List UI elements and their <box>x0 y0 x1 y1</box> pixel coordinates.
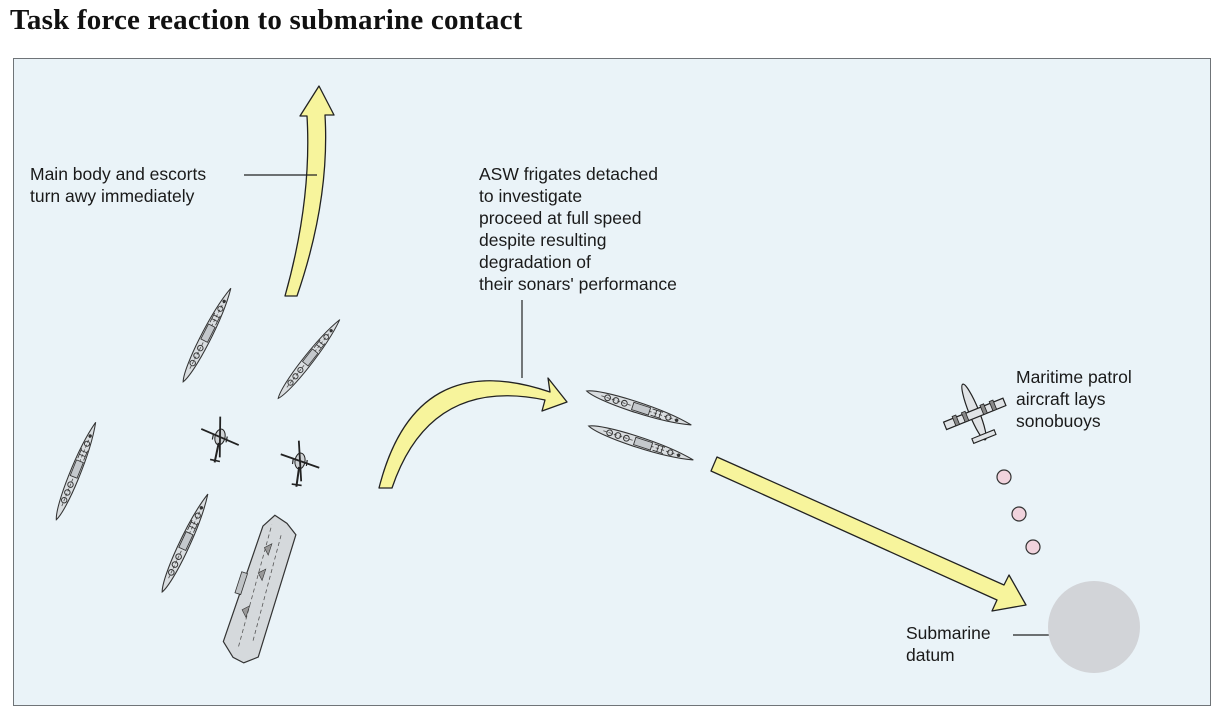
warship-icon <box>273 316 345 402</box>
warship-icon <box>156 491 214 595</box>
sonobuoy-icon <box>1011 506 1027 522</box>
submarine-datum-icon <box>1048 581 1140 673</box>
aircraft-carrier-icon <box>222 514 297 664</box>
helicopter-icon <box>194 412 245 468</box>
patrol-aircraft-icon <box>942 383 1007 445</box>
helicopter-icon <box>275 437 324 491</box>
warship-icon <box>51 419 101 523</box>
turn-away-arrow <box>284 85 335 297</box>
warship-icon <box>586 420 696 466</box>
warship-icon <box>584 385 694 431</box>
maritime-patrol-label: Maritime patrol aircraft lays sonobuoys <box>1016 367 1132 431</box>
asw-detach-arrow <box>378 377 568 489</box>
warship-icon <box>178 285 236 385</box>
sonobuoy-icon <box>1025 539 1041 555</box>
submarine-datum-label: Submarine datum <box>906 623 991 665</box>
datum-approach-arrow <box>710 456 1027 612</box>
asw-frigates-label: ASW frigates detached to investigate pro… <box>479 164 677 294</box>
diagram-title: Task force reaction to submarine contact <box>10 4 523 36</box>
sonobuoy-icon <box>996 469 1012 485</box>
main-body-label: Main body and escorts turn awy immediate… <box>30 164 207 206</box>
